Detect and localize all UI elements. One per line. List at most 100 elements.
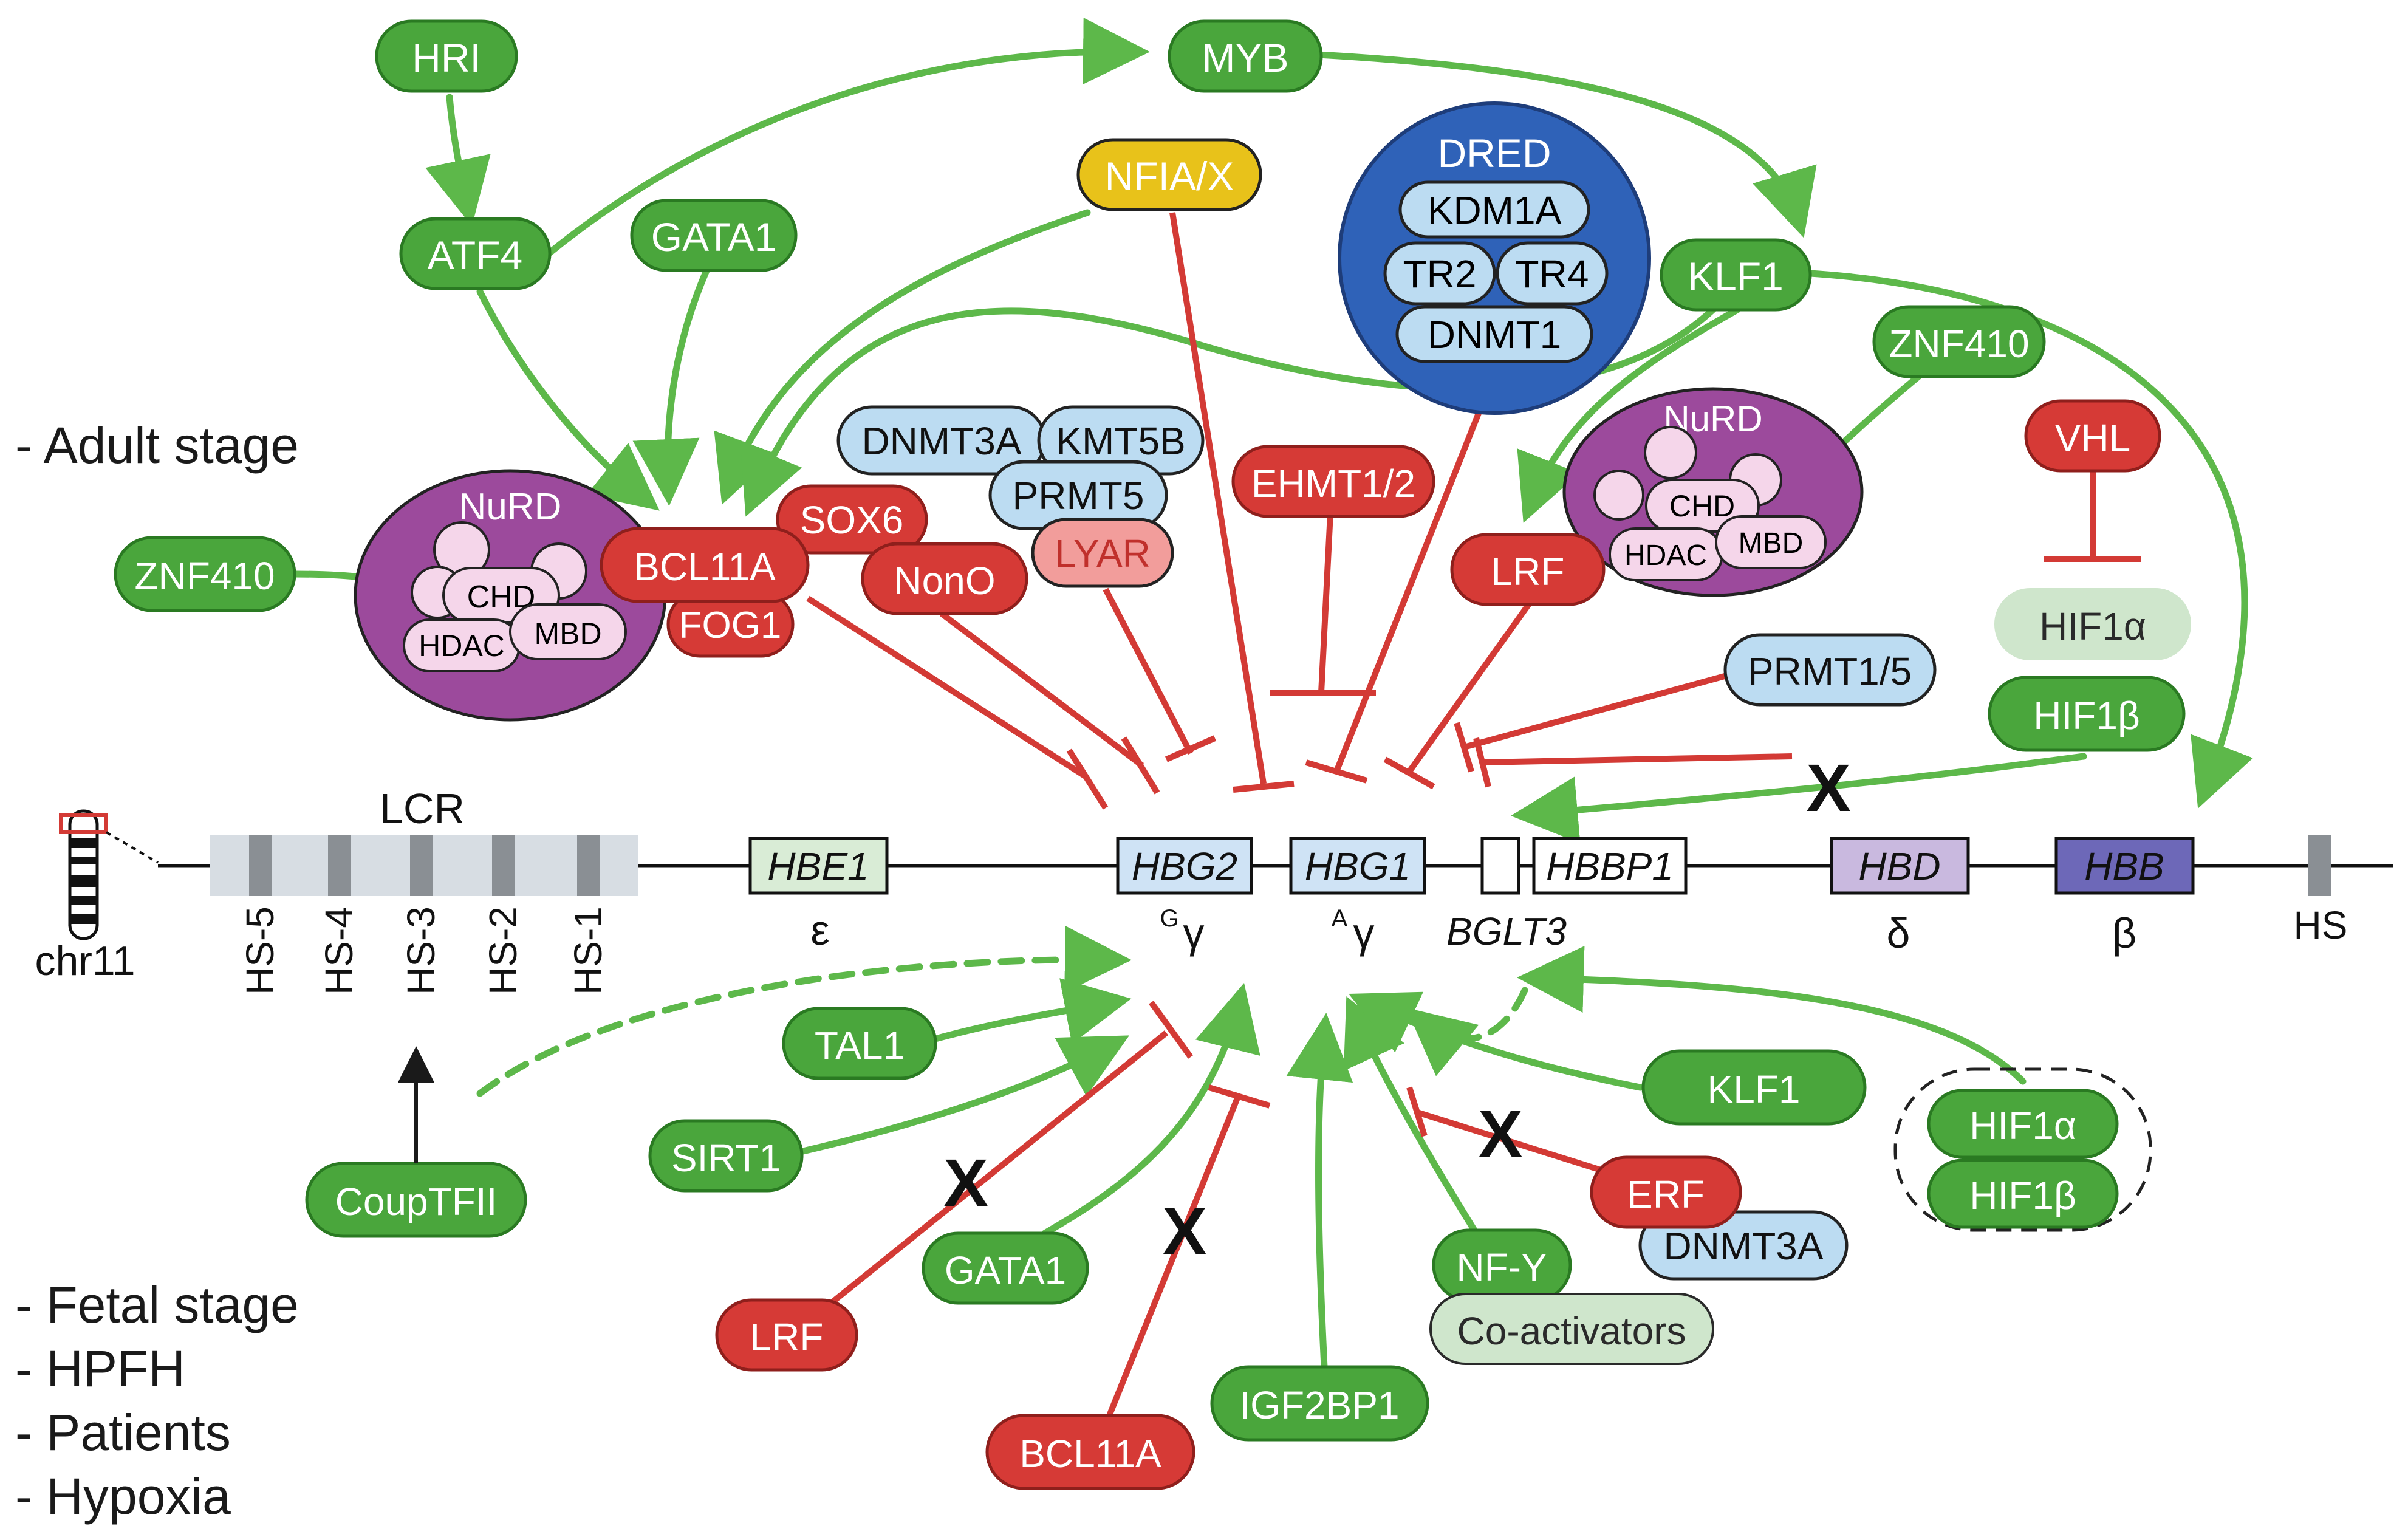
nurd-left-title: NuRD	[459, 486, 562, 528]
svg-text:HBD: HBD	[1858, 844, 1940, 888]
dred-kdm1a: KDM1A	[1428, 188, 1562, 232]
chr-label: chr11	[35, 938, 135, 984]
svg-text:BCL11A: BCL11A	[634, 545, 776, 589]
dred-dnmt1: DNMT1	[1428, 313, 1561, 357]
node-prmt5: PRMT5	[988, 460, 1168, 530]
inhibit-prmt15-hbg1	[1454, 671, 1732, 773]
block-marks: X X X X	[943, 751, 1850, 1269]
arrow-igf2bp1-hgamma	[1286, 1013, 1353, 1371]
arrow-klf1-hbg1	[1349, 991, 1644, 1091]
nurd-right-chd: CHD	[1669, 489, 1735, 523]
svg-text:LRF: LRF	[1491, 550, 1565, 594]
patients-label: - Patients	[15, 1404, 231, 1461]
hs-label: HS-1	[566, 906, 610, 995]
nurd-complex-left: NuRD CHD HDAC MBD	[354, 469, 667, 722]
node-gata1-top: GATA1	[630, 199, 798, 272]
svg-text:ZNF410: ZNF410	[134, 554, 275, 598]
node-hif1b-top: HIF1β	[1988, 676, 2186, 752]
gene-hbg1: HBG1	[1289, 837, 1426, 895]
label-hs: HS	[2294, 903, 2348, 947]
svg-text:HBG2: HBG2	[1132, 844, 1237, 888]
node-coactivators: Co-activators	[1429, 1293, 1714, 1365]
node-lrf-top: LRF	[1450, 533, 1606, 606]
label-beta: β	[2112, 909, 2136, 957]
block-mark-lrf: X	[943, 1146, 988, 1220]
node-gata1-bottom: GATA1	[922, 1231, 1089, 1305]
node-igf2bp1: IGF2BP1	[1210, 1365, 1429, 1442]
svg-text:IGF2BP1: IGF2BP1	[1239, 1383, 1399, 1427]
gene-hbbp1: HBBP1	[1532, 837, 1688, 895]
node-coupTFII: CoupTFII	[305, 1162, 527, 1238]
inhibit-vhl-hif1a	[2044, 471, 2141, 562]
arrow-hif1b-bglt3	[1511, 753, 2087, 844]
svg-text:ERF: ERF	[1627, 1172, 1705, 1216]
svg-text:Co-activators: Co-activators	[1457, 1309, 1686, 1353]
gene-hbb: HBB	[2054, 837, 2195, 895]
inhibit-bcl11a-bottom	[1096, 1084, 1271, 1441]
svg-text:KMT5B: KMT5B	[1056, 419, 1185, 463]
label-agamma: γ	[1353, 909, 1375, 957]
svg-text:TAL1: TAL1	[815, 1024, 905, 1067]
svg-text:DNMT3A: DNMT3A	[1663, 1224, 1823, 1268]
block-mark-erf: X	[1478, 1097, 1522, 1172]
node-klf1-bottom: KLF1	[1641, 1049, 1867, 1126]
label-epsilon: ε	[810, 906, 829, 954]
svg-text:ZNF410: ZNF410	[1889, 322, 2029, 366]
node-znf410-left: ZNF410	[114, 536, 296, 612]
node-kmt5b: KMT5B	[1037, 405, 1205, 476]
hs-3prime-bar	[2308, 835, 2331, 896]
hs-labels: HS-5 HS-4 HS-3 HS-2 HS-1	[238, 906, 610, 995]
lcr-label: LCR	[380, 785, 465, 832]
gene-hbd: HBD	[1830, 837, 1970, 895]
inhibit-nfia-hbg	[1169, 212, 1295, 793]
nodes: HRI MYB ATF4 GATA1 KLF1 ZNF410 ZNF410 HI…	[114, 19, 2191, 1490]
hs-bars	[249, 835, 600, 896]
arrow-hif-bglt3	[1517, 946, 2027, 1085]
arrow-atf4-bcl11a	[476, 288, 660, 511]
nurd-complex-right: NuRD CHD HDAC MBD	[1562, 387, 1864, 597]
svg-text:HBB: HBB	[2084, 844, 2164, 888]
fetal-stage-label: - Fetal stage	[15, 1276, 299, 1333]
node-bcl11a-bottom: BCL11A	[985, 1414, 1195, 1490]
hs-label: HS-3	[399, 906, 443, 995]
arrow-gata1-hgamma	[1041, 982, 1260, 1237]
svg-text:HIF1β: HIF1β	[1969, 1174, 2076, 1217]
arrow-nfia-bcl11a	[714, 209, 1091, 505]
node-atf4: ATF4	[399, 217, 552, 290]
node-nono: NonO	[861, 542, 1028, 615]
node-hif1a-bottom: HIF1α	[1927, 1089, 2119, 1159]
inhibit-lrf-hbg1	[1383, 600, 1534, 790]
svg-text:SOX6: SOX6	[800, 498, 904, 542]
adult-stage-label: - Adult stage	[15, 417, 299, 474]
svg-text:PRMT5: PRMT5	[1013, 474, 1144, 518]
block-mark-bcl11a: X	[1162, 1194, 1206, 1269]
inhibit-bcl11a-hbg2	[806, 595, 1109, 810]
gene-hbe1: HBE1	[748, 837, 889, 895]
arrow-gata1-bcl11a	[632, 258, 714, 506]
svg-text:HIF1α: HIF1α	[1969, 1104, 2076, 1148]
label-ggamma: γ	[1183, 909, 1205, 957]
svg-text:HBBP1: HBBP1	[1546, 844, 1674, 888]
hs-label: HS-4	[317, 906, 361, 995]
label-ggamma-sup: G	[1160, 905, 1178, 932]
inhibit-dred-hbg1	[1305, 388, 1491, 784]
hs-label: HS-2	[481, 906, 525, 995]
dred-title: DRED	[1437, 131, 1551, 176]
svg-text:ATF4: ATF4	[428, 233, 522, 278]
gene-bglt3-box	[1480, 837, 1520, 895]
node-ehmt12: EHMT1/2	[1231, 445, 1435, 518]
svg-text:NF-Y: NF-Y	[1456, 1245, 1547, 1289]
inhibit-lrf-hbg1-2	[1473, 737, 1793, 788]
beta-globin-locus: chr11 LCR HS-5 HS-4 HS-3 HS-2 HS-1 HBE1 …	[35, 785, 2393, 1163]
label-bglt3: BGLT3	[1446, 909, 1567, 953]
arrow-atf4-myb	[543, 18, 1150, 259]
svg-text:VHL: VHL	[2055, 416, 2131, 460]
svg-text:EHMT1/2: EHMT1/2	[1251, 462, 1415, 505]
node-myb: MYB	[1168, 19, 1323, 93]
dashed-arrow-klf1-hbg1	[1406, 987, 1528, 1076]
svg-text:NFIA/X: NFIA/X	[1105, 154, 1234, 199]
svg-text:PRMT1/5: PRMT1/5	[1748, 649, 1912, 693]
svg-text:NonO: NonO	[894, 559, 995, 603]
